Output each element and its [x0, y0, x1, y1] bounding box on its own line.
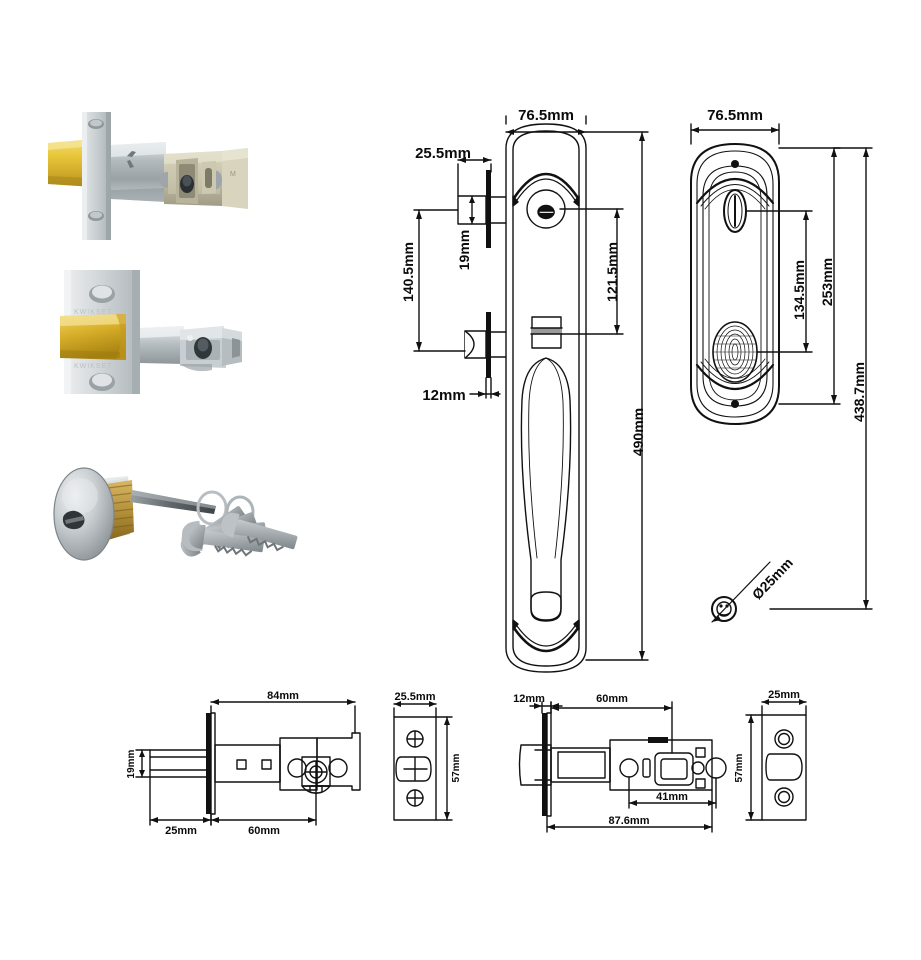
dim-front-121	[559, 208, 624, 335]
dim-deadbolt-19	[135, 749, 151, 778]
rear-plate-turn-knob	[723, 189, 747, 233]
dim-rear-width	[690, 123, 780, 145]
dim-deadbolt-25	[149, 776, 212, 826]
rear-plate-textured-knob	[712, 321, 758, 383]
cylinder-and-keys-photo	[44, 462, 316, 644]
dim-label-deadbolt-length: 84mm	[267, 690, 299, 702]
dim-label-cylinder-bore: Ø25mm	[749, 554, 796, 602]
front-plate-key-cylinder	[526, 189, 566, 229]
svg-text:KWIKSET: KWIKSET	[74, 309, 113, 316]
dim-label-spring-plate-thickness: 12mm	[513, 693, 545, 705]
dim-label-bolt-thickness: 12mm	[422, 387, 465, 404]
dim-label-backset-offset: 25.5mm	[415, 145, 471, 162]
dim-label-rear-overall-height: 438.7mm	[851, 362, 867, 422]
front-plate-top-arch	[512, 172, 580, 207]
dim-rear-1345	[745, 210, 813, 353]
dim-rear-4387	[769, 147, 873, 610]
dim-label-spring-overall-length: 87.6mm	[609, 815, 650, 827]
dim-label-spring-plate-width: 25mm	[768, 689, 800, 701]
deadbolt-latch-plan-view	[149, 712, 361, 815]
dim-label-front-height: 490mm	[630, 408, 646, 456]
dim-deadbolt-84	[210, 699, 356, 734]
dim-label-center-left: 140.5mm	[400, 242, 416, 302]
dim-rear-253	[778, 147, 841, 405]
rear-plate-arch-trim	[695, 160, 775, 408]
dim-label-rear-plate-height: 253mm	[819, 258, 835, 306]
svg-text:KWIKSET: KWIKSET	[74, 363, 113, 370]
deadbolt-faceplate-view	[393, 716, 437, 821]
dim-label-deadbolt-bolt-height: 19mm	[126, 749, 137, 778]
dim-front-width	[505, 115, 587, 135]
spring-latch-plan-view	[518, 712, 727, 817]
svg-text:M: M	[230, 171, 236, 178]
front-plate-bottom-arch	[512, 619, 580, 653]
front-plate-thumb-turn	[530, 316, 563, 349]
dim-deadbolt-60	[210, 782, 317, 826]
dim-label-deadbolt-faceplate-offset: 25mm	[165, 825, 197, 837]
dim-label-rear-width: 76.5mm	[707, 107, 763, 124]
dim-label-rear-knob-spacing: 134.5mm	[791, 260, 807, 320]
dim-label-center-right: 121.5mm	[604, 242, 620, 302]
dim-label-spring-backset: 60mm	[596, 693, 628, 705]
dim-spring-plate-57	[745, 714, 763, 821]
side-profile-lower-latch	[464, 312, 507, 378]
dim-label-front-width: 76.5mm	[518, 107, 574, 124]
dim-label-deadbolt-backset: 60mm	[248, 825, 280, 837]
rear-escutcheon-plate	[690, 143, 780, 425]
deadbolt-latch-photo: M	[42, 112, 294, 240]
dim-spring-plate-25	[761, 699, 807, 716]
dim-side-19	[469, 195, 475, 225]
dim-faceplate-255	[393, 701, 437, 718]
dim-label-deadbolt-plate-width: 25.5mm	[395, 691, 436, 703]
dim-side-255	[457, 157, 492, 197]
spring-latch-photo: KWIKSET KWIKSET	[56, 268, 274, 394]
front-plate-lever-handle	[520, 357, 572, 622]
dim-side-1405	[413, 209, 466, 352]
dim-spring-876	[546, 789, 713, 833]
dim-faceplate-57	[435, 716, 453, 821]
dim-label-spring-plate-height: 57mm	[734, 753, 745, 782]
cylinder-bore-detail	[711, 561, 771, 623]
dim-label-deadbolt-plate-height: 57mm	[451, 753, 462, 782]
dim-side-12	[469, 377, 501, 399]
dim-label-spring-hole-spacing: 41mm	[656, 791, 688, 803]
dim-front-height	[585, 131, 649, 661]
spring-faceplate-view	[761, 714, 807, 821]
dim-label-latch-thickness-top: 19mm	[456, 230, 472, 270]
dim-spring-60	[550, 701, 673, 754]
